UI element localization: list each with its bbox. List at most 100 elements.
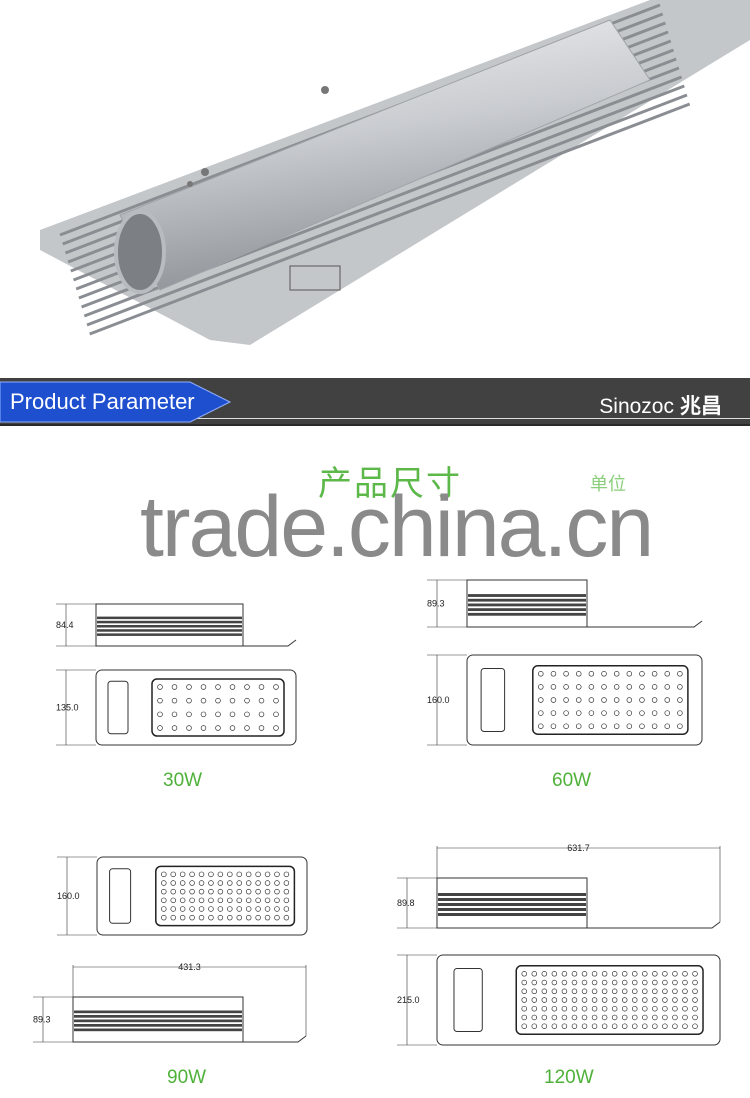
led-chip <box>521 979 527 986</box>
model-label-90w: 90W <box>167 1067 207 1088</box>
led-chip <box>571 1005 578 1012</box>
section-title: Product Parameter <box>10 389 195 414</box>
led-chip <box>551 979 558 986</box>
led-chip <box>217 906 224 912</box>
led-chip <box>613 671 620 677</box>
led-chip <box>170 914 176 921</box>
heatsink-fin <box>438 908 586 911</box>
led-chip <box>550 684 557 690</box>
heatsink-fin <box>468 594 586 597</box>
led-chip <box>563 710 569 716</box>
led-chip <box>652 1014 658 1021</box>
led-chip <box>639 710 645 716</box>
led-chip <box>682 1023 688 1029</box>
led-chip <box>621 988 628 995</box>
led-chip <box>611 997 618 1003</box>
heatsink-fin <box>86 93 688 327</box>
led-chip <box>575 710 582 716</box>
led-chip <box>541 979 548 986</box>
led-chip <box>217 897 224 904</box>
heatsink-fin <box>97 616 242 620</box>
led-chip <box>601 997 608 1003</box>
led-chip <box>274 888 280 895</box>
led-chip <box>611 979 618 986</box>
led-chip <box>601 979 608 986</box>
led-chip <box>631 988 638 995</box>
led-chip <box>591 979 598 986</box>
led-chip <box>677 723 683 729</box>
top-view-housing <box>436 954 721 1046</box>
top-view-housing <box>95 669 297 746</box>
led-chip <box>651 710 658 716</box>
led-chip <box>215 725 221 731</box>
led-chip <box>626 684 633 690</box>
led-chip <box>581 1014 588 1021</box>
led-chip <box>245 880 252 886</box>
led-chip <box>642 1014 648 1021</box>
driver-cover <box>107 680 129 735</box>
led-chip <box>229 697 236 704</box>
led-chip <box>621 1005 628 1012</box>
led-chip <box>621 1023 628 1029</box>
led-chip <box>217 871 224 878</box>
brand-cn: 兆昌 <box>680 395 722 418</box>
led-chip <box>631 1005 638 1012</box>
led-chip <box>551 1005 558 1012</box>
led-chip <box>200 711 207 718</box>
led-chip <box>208 880 214 886</box>
led-chip <box>170 888 176 895</box>
led-chip <box>677 671 683 677</box>
side-view-plate <box>243 639 297 647</box>
led-chip <box>664 697 671 703</box>
led-chip <box>571 971 578 977</box>
led-chip <box>541 997 548 1003</box>
led-chip <box>613 684 620 690</box>
led-chip <box>229 725 236 731</box>
led-chip <box>672 988 678 995</box>
led-chip <box>550 697 557 703</box>
height-dimension: 89.3 <box>33 1015 51 1025</box>
led-chip <box>189 871 195 878</box>
led-chip <box>571 979 578 986</box>
led-chip <box>227 897 233 904</box>
led-chip <box>189 914 195 921</box>
led-chip <box>611 971 618 977</box>
led-chip <box>264 914 271 921</box>
led-chip <box>601 1014 608 1021</box>
led-chip <box>621 971 628 977</box>
led-chip <box>662 1023 668 1029</box>
led-chip <box>258 697 265 704</box>
led-chip <box>664 684 671 690</box>
led-chip <box>652 1023 658 1029</box>
led-chip <box>561 971 568 977</box>
logo-stamp <box>289 265 341 291</box>
led-chip <box>244 697 250 704</box>
led-chip <box>244 711 250 718</box>
led-chip <box>215 697 221 704</box>
led-chip <box>652 971 658 977</box>
led-chip <box>521 1023 527 1029</box>
led-chip <box>626 723 633 729</box>
led-chip <box>682 971 688 977</box>
led-chip <box>550 710 557 716</box>
led-chip <box>642 1023 648 1029</box>
led-chip <box>561 1023 568 1029</box>
led-chip <box>229 711 236 718</box>
led-chip <box>273 684 279 690</box>
side-view-plate <box>243 1035 307 1043</box>
led-chip <box>274 914 280 921</box>
led-chip <box>561 1005 568 1012</box>
led-chip <box>639 697 645 703</box>
heatsink-fin <box>438 903 586 906</box>
led-chip <box>283 888 290 895</box>
led-chip <box>588 710 595 716</box>
led-chip <box>588 723 595 729</box>
led-chip <box>171 711 178 718</box>
led-chip <box>255 880 261 886</box>
led-chip <box>186 684 192 690</box>
heatsink-fin <box>74 1028 242 1032</box>
model-label-120w: 120W <box>544 1067 594 1088</box>
led-chip <box>161 906 167 912</box>
height-dimension: 84.4 <box>56 620 74 630</box>
led-chip <box>200 684 207 690</box>
